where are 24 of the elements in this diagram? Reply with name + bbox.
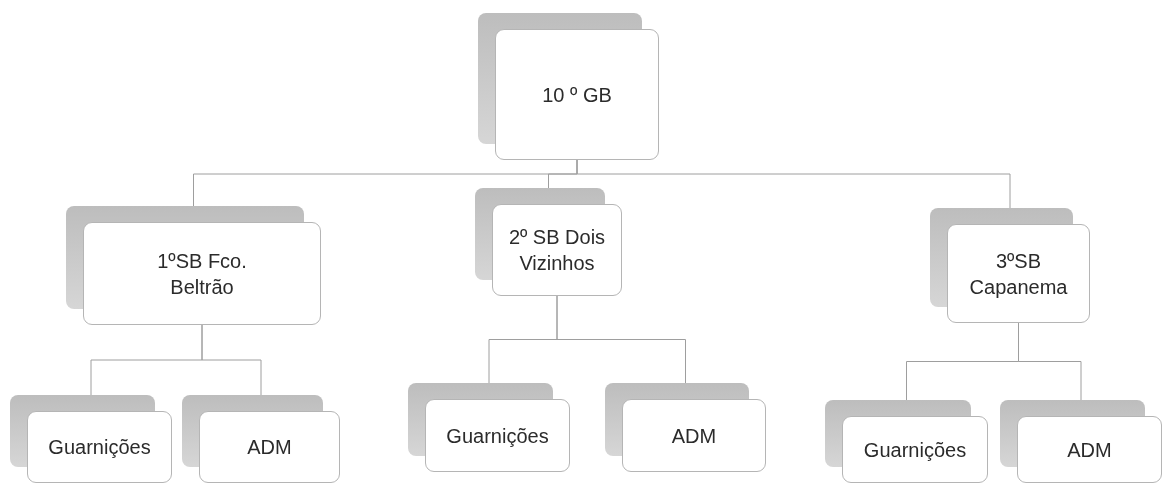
connector-line [1018,322,1082,401]
box-label: Guarnições [446,423,549,449]
org-box [478,13,659,160]
box-label: 2º SB Dois Vizinhos [507,225,607,276]
org-box [182,395,340,483]
connector-line [201,324,262,396]
box-label: Guarnições [48,435,151,460]
org-box [10,395,172,483]
org-box [408,383,570,472]
box-label: ADM [247,435,292,460]
box-label: ADM [1067,437,1112,463]
connector-line [576,159,1011,209]
box-label: ADM [671,423,717,449]
org-box [825,400,988,483]
box-label: 3ºSB Capanema [968,248,1069,300]
org-box [66,206,321,325]
box-label: 10 º GB [542,82,612,108]
connector-line [556,295,686,384]
org-box [475,188,622,296]
org-box [930,208,1090,323]
box-label: 1ºSB Fco. Beltrão [156,248,248,300]
box-label: Guarnições [863,437,967,463]
org-box [1000,400,1162,483]
org-box [605,383,766,472]
